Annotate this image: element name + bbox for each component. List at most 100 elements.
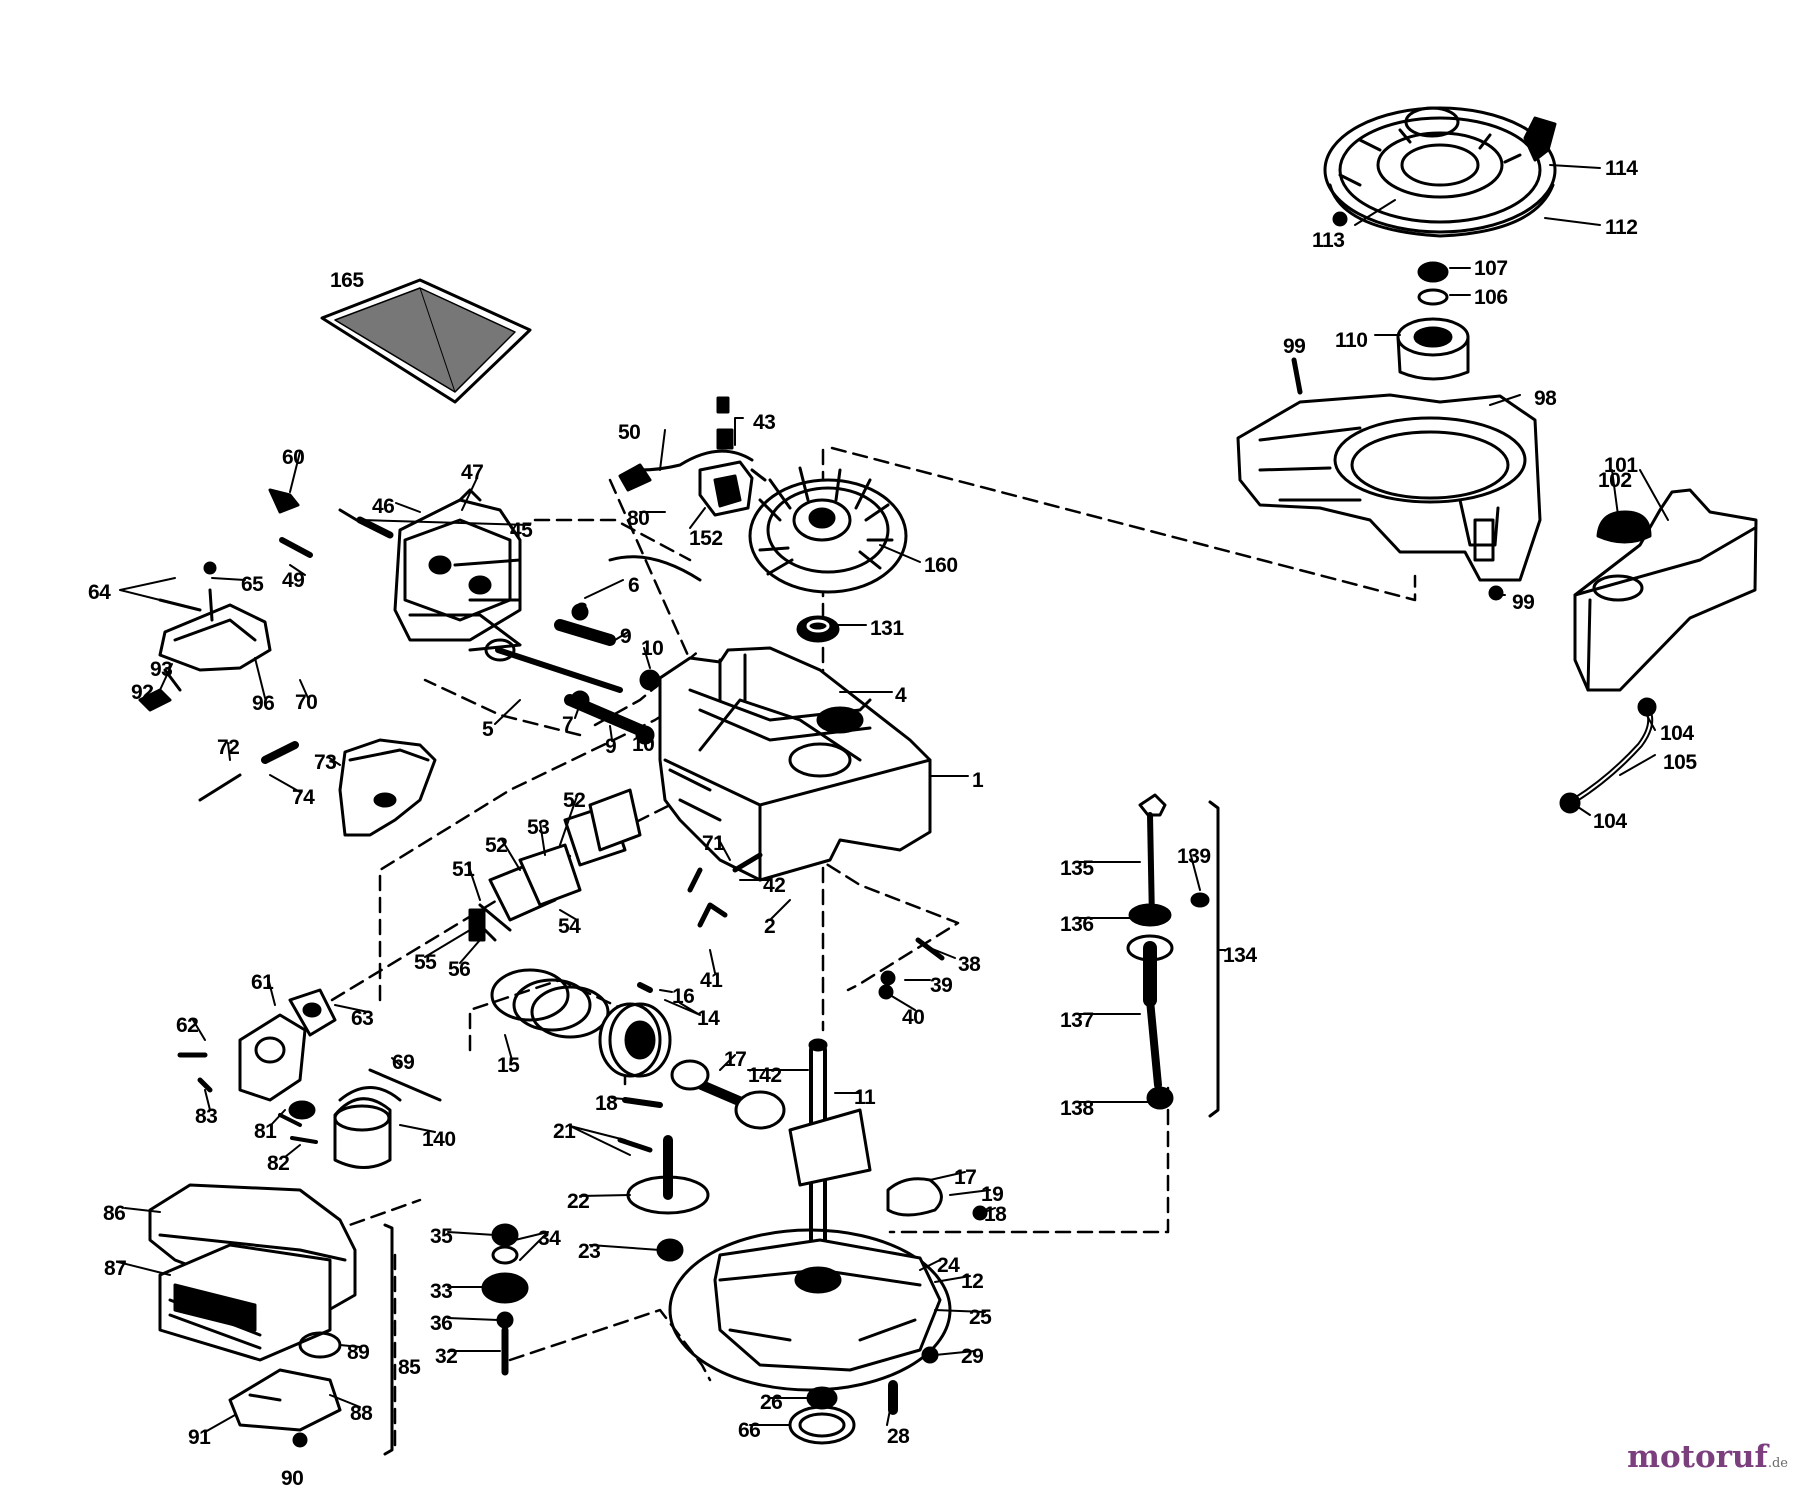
part-label-p10a: 10: [641, 637, 664, 660]
part-label-p2: 2: [764, 915, 776, 938]
part-label-p73: 73: [314, 751, 337, 774]
piston: [598, 1002, 672, 1078]
carburetor: [177, 988, 442, 1169]
part-label-p7: 7: [562, 713, 574, 736]
part-label-p43: 43: [753, 411, 776, 434]
decal-sheet: [320, 278, 532, 404]
part-label-p134: 134: [1223, 944, 1257, 967]
part-label-p40: 40: [902, 1006, 925, 1029]
part-label-p16: 16: [672, 985, 695, 1008]
part-label-p56: 56: [448, 958, 471, 981]
part-label-p55: 55: [414, 951, 437, 974]
part-label-p102: 102: [1598, 469, 1632, 492]
part-label-p72: 72: [217, 736, 240, 759]
part-label-p110: 110: [1335, 329, 1368, 352]
part-label-p52a: 52: [563, 789, 586, 812]
part-label-p33: 33: [430, 1280, 453, 1303]
part-label-p23: 23: [578, 1240, 601, 1263]
blower-housing: [1236, 393, 1542, 582]
part-label-p160: 160: [924, 554, 958, 577]
air-filter: [148, 1183, 357, 1448]
part-label-p24: 24: [937, 1254, 960, 1277]
cylinder-head: [393, 488, 522, 652]
part-label-p142: 142: [748, 1064, 782, 1087]
part-label-p165: 165: [330, 269, 364, 292]
recoil-starter: [1323, 106, 1557, 238]
logo-suffix: .de: [1767, 1456, 1788, 1471]
part-label-p99b: 99: [1512, 591, 1535, 614]
part-label-p80: 80: [627, 507, 650, 530]
part-label-p89: 89: [347, 1341, 370, 1364]
part-label-p152: 152: [689, 527, 723, 550]
fuel-tank: [1573, 488, 1758, 692]
part-label-p114: 114: [1605, 157, 1638, 180]
part-label-p107: 107: [1474, 257, 1508, 280]
part-label-p8: 8: [576, 599, 588, 622]
control-bracket: [138, 561, 272, 712]
part-label-p69: 69: [392, 1051, 415, 1074]
part-label-p99a: 99: [1283, 335, 1306, 358]
part-label-p32: 32: [435, 1345, 458, 1368]
breather-cover: [338, 738, 437, 837]
part-label-p92: 92: [131, 681, 154, 704]
part-label-p53: 53: [527, 816, 550, 839]
part-label-p38: 38: [958, 953, 981, 976]
part-label-p70: 70: [295, 691, 318, 714]
part-label-p50: 50: [618, 421, 641, 444]
part-label-p65: 65: [241, 573, 264, 596]
part-label-p71: 71: [702, 832, 725, 855]
part-label-p62: 62: [176, 1014, 199, 1037]
part-label-p25: 25: [969, 1306, 992, 1329]
part-label-p45: 45: [510, 519, 533, 542]
part-label-p14: 14: [697, 1007, 720, 1030]
part-label-p136: 136: [1060, 913, 1094, 936]
part-label-p35: 35: [430, 1225, 453, 1248]
part-label-p61a: 61: [251, 971, 274, 994]
part-label-p131: 131: [870, 617, 904, 640]
part-label-p140: 140: [422, 1128, 456, 1151]
engine-block: [658, 646, 932, 882]
part-label-p17b: 17: [954, 1166, 977, 1189]
part-label-p104b: 104: [1593, 810, 1627, 833]
part-label-p5: 5: [482, 718, 494, 741]
piston-rings: [490, 968, 610, 1039]
part-label-p113: 113: [1312, 229, 1345, 252]
part-label-p91: 91: [188, 1426, 211, 1449]
part-label-p54: 54: [558, 915, 581, 938]
part-label-p52b: 52: [485, 834, 508, 857]
part-label-p138: 138: [1060, 1097, 1094, 1120]
governor: [481, 1223, 529, 1376]
part-label-p17a: 17: [724, 1048, 747, 1071]
part-label-p96: 96: [252, 692, 275, 715]
part-label-p28: 28: [887, 1425, 910, 1448]
part-label-p112: 112: [1605, 216, 1638, 239]
part-label-p64: 64: [88, 581, 111, 604]
ignition-coil: [618, 449, 767, 517]
part-label-p81: 81: [254, 1120, 277, 1143]
part-label-p93: 93: [150, 658, 173, 681]
cam-gear: [617, 1135, 710, 1262]
part-label-p36: 36: [430, 1312, 453, 1335]
logo-text: motoruf: [1627, 1439, 1768, 1475]
part-label-p34: 34: [538, 1227, 561, 1250]
part-label-p18a: 18: [595, 1092, 618, 1115]
part-label-p6: 6: [628, 574, 640, 597]
part-label-p9b: 9: [605, 735, 617, 758]
connecting-rod: [622, 1059, 786, 1130]
crankshaft: [788, 1038, 872, 1249]
part-label-p26: 26: [760, 1391, 783, 1414]
part-label-p60: 60: [282, 446, 305, 469]
part-label-p29: 29: [961, 1345, 984, 1368]
part-label-p86: 86: [103, 1202, 126, 1225]
part-label-p46: 46: [372, 495, 395, 518]
watermark-logo: motoruf.de: [1627, 1439, 1788, 1475]
part-label-p1: 1: [972, 769, 984, 792]
part-label-p106: 106: [1474, 286, 1508, 309]
part-label-p4: 4: [895, 684, 907, 707]
part-label-p139: 139: [1177, 845, 1211, 868]
starter-cup: [1396, 317, 1470, 381]
part-label-p39: 39: [930, 974, 953, 997]
part-label-p63: 63: [351, 1007, 374, 1030]
